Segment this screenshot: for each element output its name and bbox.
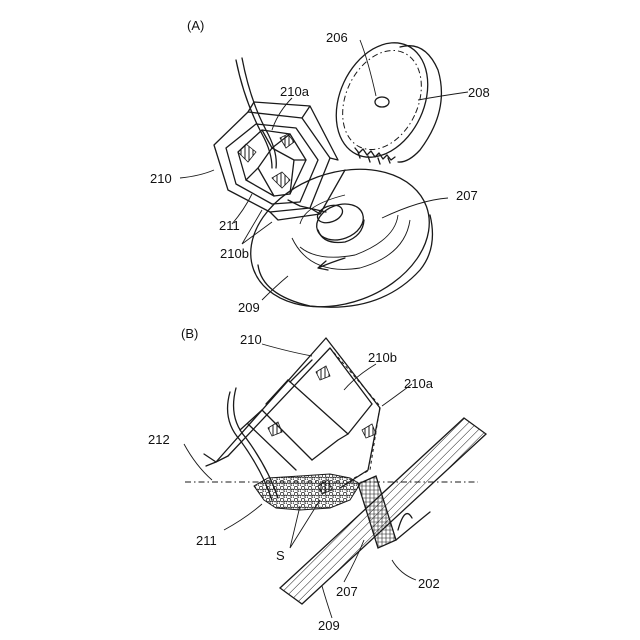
label-210a: 210a	[280, 84, 310, 99]
label-b-207: 207	[336, 584, 358, 599]
panel-a: (A)	[150, 18, 490, 331]
label-209: 209	[238, 300, 260, 315]
label-b-210a: 210a	[404, 376, 434, 391]
label-b-210b: 210b	[368, 350, 397, 365]
turntable-209	[231, 145, 448, 330]
holder-210	[214, 102, 345, 220]
label-208: 208	[468, 85, 490, 100]
turntable-209-section	[280, 418, 486, 604]
label-b-209: 209	[318, 618, 340, 633]
gear-208	[319, 28, 446, 172]
panel-a-title: (A)	[187, 18, 204, 33]
label-211: 211	[219, 218, 240, 233]
label-b-212: 212	[148, 432, 170, 447]
panel-b: (B)	[148, 326, 486, 633]
label-210b: 210b	[220, 246, 249, 261]
label-b-202: 202	[418, 576, 440, 591]
shaft-206	[375, 97, 389, 107]
label-210: 210	[150, 171, 172, 186]
sample-particles	[254, 474, 360, 510]
label-206: 206	[326, 30, 348, 45]
label-b-211: 211	[196, 533, 217, 548]
label-207: 207	[456, 188, 478, 203]
panel-b-title: (B)	[181, 326, 198, 341]
label-b-210: 210	[240, 332, 262, 347]
label-b-S: S	[276, 548, 285, 563]
